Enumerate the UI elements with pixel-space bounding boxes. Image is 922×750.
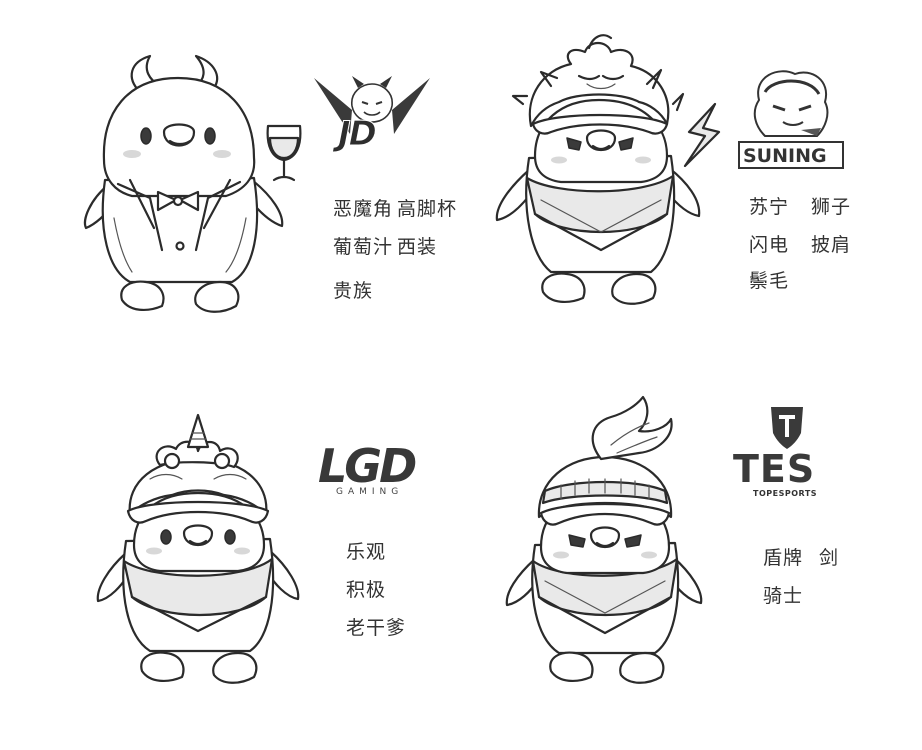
suning-logo-text: SUNING — [743, 145, 827, 167]
keyword: 高脚杯 — [397, 198, 458, 220]
lightning-bolt-icon — [683, 102, 721, 168]
jdg-logo: JD — [312, 72, 432, 158]
keyword: 老干爹 — [346, 617, 407, 639]
keyword: 骑士 — [763, 585, 804, 607]
lgd-logo-subtext: GAMING — [336, 487, 404, 497]
keyword: 乐观 — [346, 541, 387, 563]
wine-glass-icon — [266, 124, 302, 182]
keyword: 积极 — [346, 579, 387, 601]
jdg-logo-text: JD — [338, 114, 378, 155]
lion-crown-icon — [753, 70, 829, 137]
suning-penguin-illustration — [495, 34, 721, 305]
tes-penguin-illustration — [505, 395, 703, 684]
mascot-panel-tes: TES TOPESPORTS 盾牌 剑 骑士 — [461, 375, 922, 750]
mascot-panel-jdg: JD 恶魔角 高脚杯 葡萄汁 西装 贵族 — [0, 0, 461, 375]
jdg-penguin-illustration — [83, 54, 302, 313]
keyword: 狮子 — [811, 196, 852, 218]
keyword: 恶魔角 — [333, 198, 394, 220]
lion-mane-icon — [511, 34, 685, 135]
suning-logo: SUNING — [738, 66, 844, 172]
knight-helmet-icon — [537, 395, 673, 526]
keyword: 葡萄汁 — [333, 236, 394, 258]
keyword: 盾牌 — [763, 547, 804, 569]
keyword: 披肩 — [811, 234, 852, 256]
keyword: 闪电 — [749, 234, 790, 256]
keyword: 苏宁 — [749, 196, 790, 218]
mascot-panel-suning: SUNING 苏宁 狮子 闪电 披肩 鬃毛 — [461, 0, 922, 375]
keyword: 西装 — [397, 236, 438, 258]
tes-logo: TES TOPESPORTS — [731, 403, 843, 499]
tes-logo-text: TES — [733, 447, 816, 491]
lgd-logo: LGD GAMING — [318, 439, 428, 499]
mascot-panel-lgd: LGD GAMING 乐观 积极 老干爹 — [0, 375, 461, 750]
keyword: 贵族 — [333, 280, 374, 302]
lgd-penguin-illustration — [96, 413, 300, 684]
keyword: 剑 — [819, 547, 840, 569]
keyword: 鬃毛 — [749, 270, 790, 292]
tes-logo-subtext: TOPESPORTS — [753, 489, 818, 498]
lgd-logo-text: LGD — [318, 439, 417, 493]
